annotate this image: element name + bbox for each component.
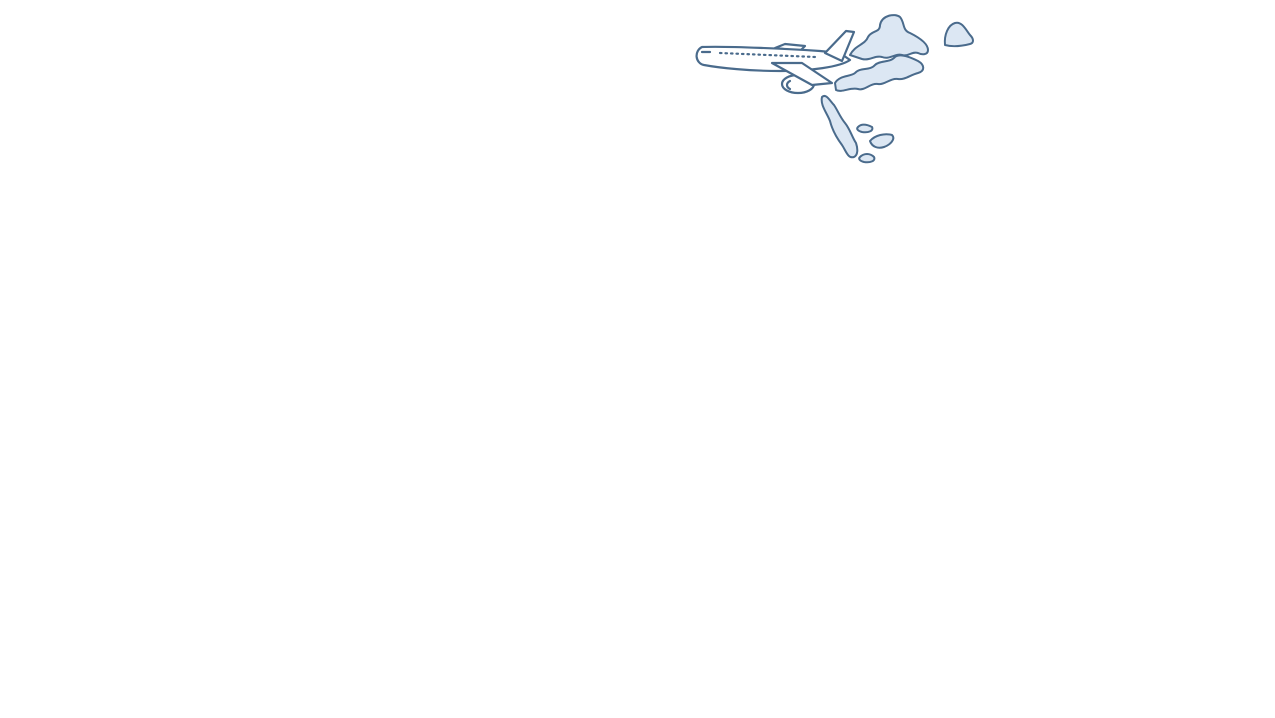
cloud-trail-icon xyxy=(820,14,974,164)
airplane-icon xyxy=(695,29,856,95)
airplane-clouds-illustration xyxy=(695,14,974,164)
